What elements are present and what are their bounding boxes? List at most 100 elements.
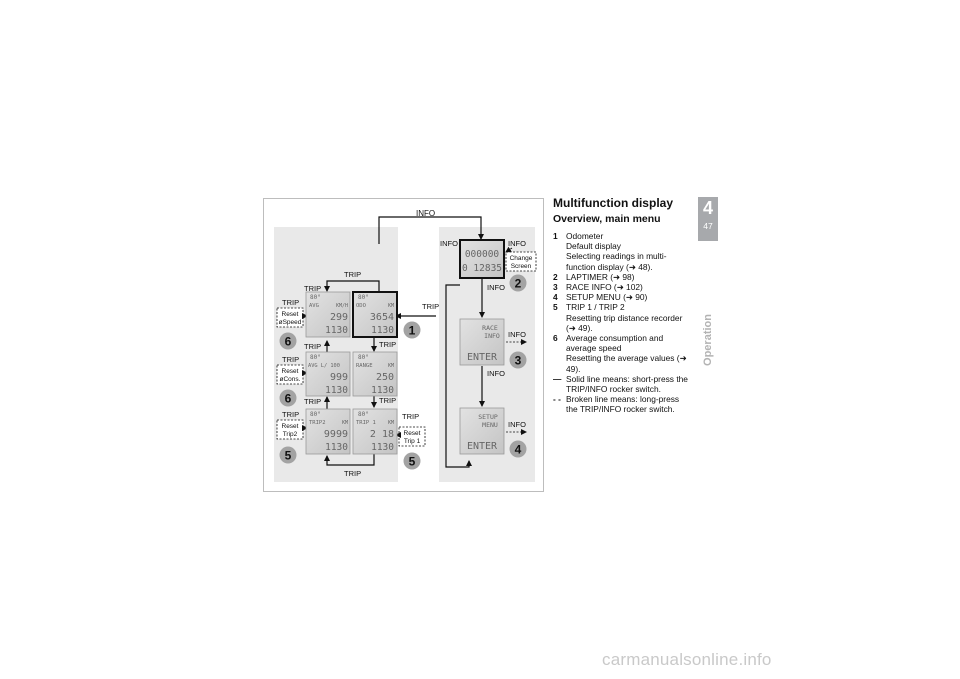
section-subtitle: Overview, main menu: [553, 213, 661, 225]
svg-text:AVG: AVG: [309, 303, 319, 309]
callout-2: 2: [509, 274, 527, 292]
menu-flow-diagram: INFO TRIP TRIP TRIP TRIP TRIP TRIP TRIP …: [274, 209, 537, 482]
trip-label-avg-speed: TRIP: [304, 284, 321, 293]
svg-text:80°: 80°: [310, 294, 321, 301]
svg-text:4: 4: [515, 443, 522, 457]
trip-label-trip2-cons: TRIP: [304, 397, 321, 406]
svg-text:SETUP: SETUP: [478, 413, 498, 421]
svg-text:TRIP2: TRIP2: [309, 420, 326, 426]
svg-text:6: 6: [285, 392, 292, 406]
svg-text:1130: 1130: [371, 385, 394, 396]
reset-label-2: Reset: [282, 368, 299, 375]
change-screen-box: Change Screen: [505, 246, 537, 272]
page-title: Multifunction display: [553, 196, 673, 210]
svg-text:250: 250: [376, 372, 394, 383]
legend-item: 5 TRIP 1 / TRIP 2 Resetting trip distanc…: [553, 302, 683, 333]
trip-label-cons-speed: TRIP: [304, 342, 321, 351]
screen-trip1: 80° TRIP 1 KM 2 18 1130: [352, 408, 398, 455]
svg-text:AVG L/ 100: AVG L/ 100: [308, 363, 340, 369]
trip-label-reset-trip1: TRIP: [402, 412, 419, 421]
svg-text:KM: KM: [388, 420, 394, 426]
svg-text:KM/H: KM/H: [336, 303, 348, 309]
chapter-name: Operation: [702, 314, 714, 366]
screen-label: Screen: [511, 263, 532, 270]
screen-avg-speed: 80° AVG KM/H 299 1130: [305, 291, 351, 338]
menu-overview-diagram: INFO TRIP TRIP TRIP TRIP TRIP TRIP TRIP …: [263, 198, 544, 492]
callout-1: 1: [403, 321, 421, 339]
svg-text:3654: 3654: [370, 312, 394, 323]
svg-text:KM: KM: [342, 420, 348, 426]
svg-text:1130: 1130: [325, 442, 348, 453]
svg-text:80°: 80°: [310, 411, 321, 418]
svg-text:RACE: RACE: [482, 324, 498, 332]
info-label-right: INFO: [508, 239, 526, 248]
trip-label-odo: TRIP: [422, 302, 439, 311]
watermark: carmanualsonline.info: [602, 650, 772, 669]
svg-text:2 18: 2 18: [370, 429, 394, 440]
svg-text:9999: 9999: [324, 429, 348, 440]
trip2-label: Trip2: [283, 431, 298, 438]
callout-4: 4: [509, 440, 527, 458]
callout-6a: 6: [279, 332, 297, 350]
trip1-label: Trip 1: [404, 438, 421, 445]
svg-text:MENU: MENU: [482, 421, 498, 429]
info-label-top: INFO: [416, 209, 435, 218]
trip-label-reset-trip2: TRIP: [282, 410, 299, 419]
svg-text:2: 2: [515, 277, 522, 291]
screen-race-info: RACE INFO ENTER: [459, 318, 505, 366]
svg-text:5: 5: [285, 449, 292, 463]
chapter-number: 4: [702, 198, 713, 218]
info-label-setup: INFO: [487, 369, 505, 378]
legend-item: 2 LAPTIMER (➜ 98): [553, 271, 635, 282]
info-label-setup-enter: INFO: [508, 420, 526, 429]
reset-label-1: Reset: [282, 311, 299, 318]
screen-odometer: 80° ODO KM 3654 1130: [352, 291, 398, 338]
svg-text:1130: 1130: [371, 442, 394, 453]
legend-item: 6 Average consumption and average speed …: [553, 333, 687, 374]
svg-text:80°: 80°: [310, 354, 321, 361]
trip-label-reset-speed: TRIP: [282, 298, 299, 307]
screen-range: 80° RANGE KM 250 1130: [352, 351, 398, 397]
svg-text:KM: KM: [388, 303, 394, 309]
svg-text:80°: 80°: [358, 411, 369, 418]
reset-avg-speed-box: TRIP Reset øSpeed: [276, 298, 308, 328]
callout-6b: 6: [279, 389, 297, 407]
reset-trip1-box: TRIP Reset Trip 1: [395, 412, 426, 447]
svg-text:1130: 1130: [371, 325, 394, 336]
svg-text:1: 1: [409, 324, 416, 338]
legend-item: 1 Odometer Default display Selecting rea…: [553, 231, 667, 272]
legend-list: 1 Odometer Default display Selecting rea…: [553, 231, 688, 415]
trip-label-bottom: TRIP: [344, 469, 361, 478]
svg-text:ODO: ODO: [356, 303, 366, 309]
svg-text:ENTER: ENTER: [467, 352, 498, 363]
legend-item: 4 SETUP MENU (➜ 90): [553, 292, 648, 303]
info-label-left: INFO: [440, 239, 458, 248]
trip-arrow-bottom-loop: [324, 454, 375, 466]
trip-arrow-odo-avg: [324, 280, 380, 294]
svg-text:80°: 80°: [358, 294, 369, 301]
info-label-race: INFO: [487, 283, 505, 292]
reset-avg-cons-box: TRIP Reset øCons.: [276, 355, 308, 385]
info-loop-line: [378, 216, 484, 244]
svg-text:1130: 1130: [325, 385, 348, 396]
chapter-tab: 4 47: [698, 197, 718, 241]
callout-5b: 5: [403, 452, 421, 470]
trip-label-reset-cons: TRIP: [282, 355, 299, 364]
svg-text:3: 3: [515, 354, 522, 368]
trip-label-range-trip1: TRIP: [379, 396, 396, 405]
svg-text:000000: 000000: [465, 249, 500, 260]
info-return-line: [445, 284, 472, 468]
legend-item: 3 RACE INFO (➜ 102): [553, 282, 643, 293]
reset-trip2-box: TRIP Reset Trip2: [276, 410, 308, 440]
svg-text:ENTER: ENTER: [467, 441, 498, 452]
screen-avg-cons: 80° AVG L/ 100 999 1130: [305, 351, 351, 397]
svg-text:INFO: INFO: [484, 332, 500, 340]
callout-3: 3: [509, 351, 527, 369]
svg-text:6: 6: [285, 335, 292, 349]
page-number: 47: [703, 221, 713, 231]
svg-text:80°: 80°: [358, 354, 369, 361]
svg-text:299: 299: [330, 312, 348, 323]
reset-label-4: Reset: [404, 430, 421, 437]
avg-cons-label: øCons.: [280, 376, 301, 383]
svg-text:5: 5: [409, 455, 416, 469]
